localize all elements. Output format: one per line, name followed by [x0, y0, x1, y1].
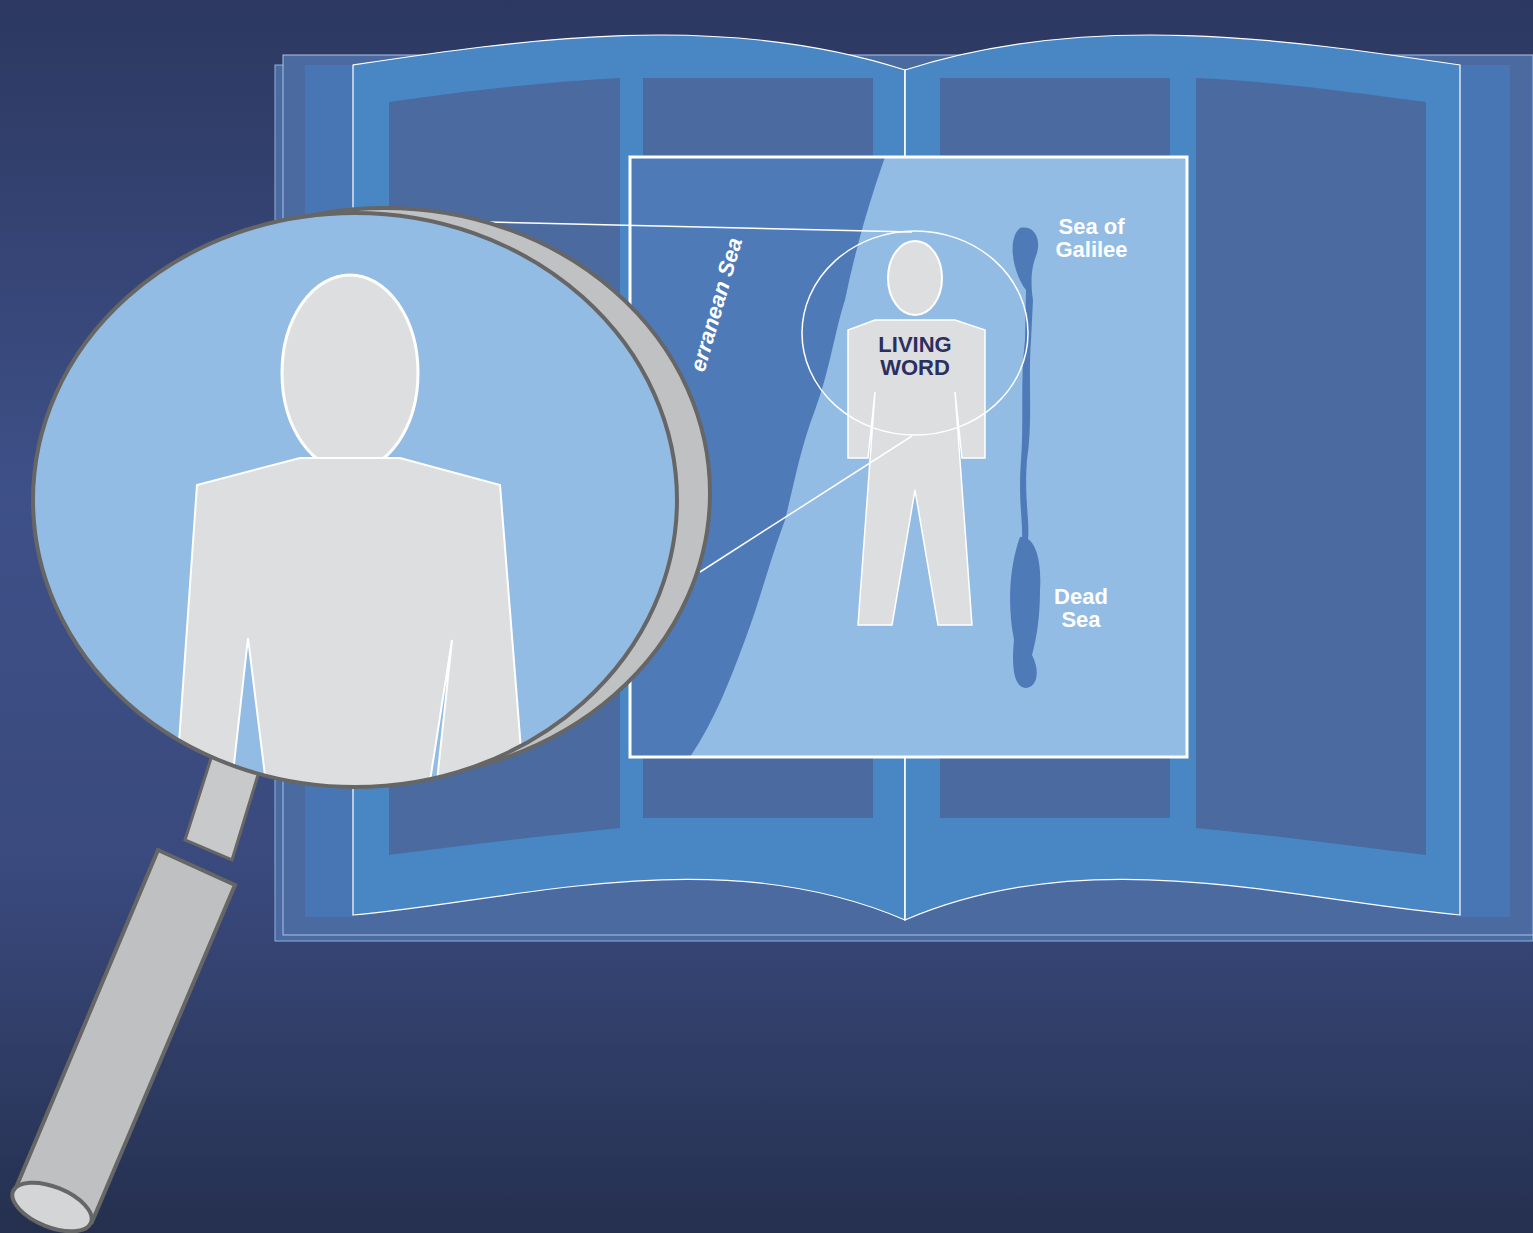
- sea-of-galilee-jordan: [1013, 228, 1039, 540]
- map-panel: [630, 157, 1187, 757]
- zoom-circle: [802, 231, 1028, 435]
- zoom-leader: [488, 222, 912, 232]
- sea-label: Dead Sea: [1046, 585, 1116, 631]
- figure-head: [888, 241, 942, 315]
- handle-end: [6, 1173, 99, 1233]
- lens-edge: [33, 213, 677, 787]
- dead-sea: [1010, 537, 1040, 688]
- figure-body: [848, 320, 985, 625]
- magnified-head: [282, 275, 418, 471]
- zoom-leader: [700, 436, 912, 572]
- page-edge: [1460, 65, 1510, 917]
- map-frame: [630, 157, 1187, 757]
- magnified-body: [175, 458, 525, 800]
- magnifier-handle: [15, 850, 235, 1222]
- text-column: [1196, 78, 1426, 855]
- node-text: LIVING WORD: [865, 333, 965, 379]
- figure-node: LIVING WORD: [865, 333, 965, 379]
- sea-label: Sea of Galilee: [1044, 215, 1139, 261]
